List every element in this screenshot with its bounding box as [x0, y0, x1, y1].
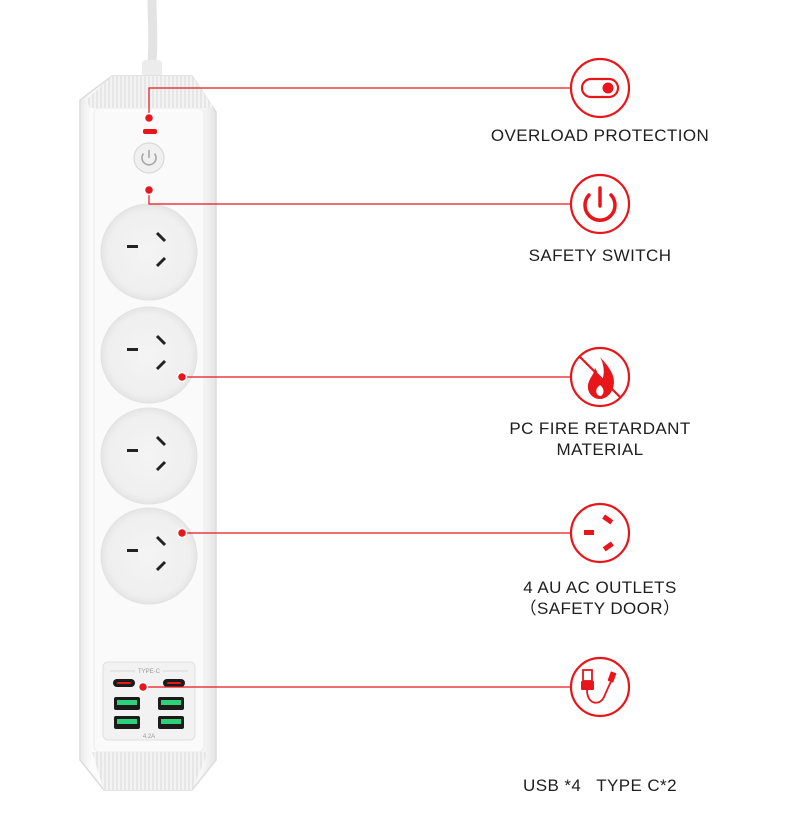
- cord-strain-relief: [142, 60, 162, 78]
- feature-label-outlets: 4 AU AC OUTLETS （SAFETY DOOR）: [519, 578, 681, 618]
- au-outlet-icon: [569, 502, 631, 564]
- switch-power-symbol: [141, 153, 157, 166]
- power-strip-illustration: TYPE-C 4.2A: [79, 0, 631, 791]
- feature-label-switch: SAFETY SWITCH: [528, 246, 672, 265]
- au-socket-4: [100, 507, 198, 605]
- feature-label-usb: USB *4 TYPE C*2: [523, 776, 677, 795]
- power-icon: [569, 173, 631, 235]
- feature-label-overload: OVERLOAD PROTECTION: [490, 126, 710, 145]
- toggle-switch-icon: [569, 57, 631, 119]
- au-socket-1: [100, 203, 198, 301]
- strip-top-ribs: [86, 76, 214, 108]
- strip-bottom-ribs: [92, 752, 208, 790]
- au-socket-2: [100, 306, 198, 404]
- feature-label-fire: PC FIRE RETARDANT MATERIAL: [509, 419, 691, 459]
- overload-indicator-led: [143, 129, 157, 134]
- au-socket-3: [100, 407, 198, 505]
- callout-dots: [137, 112, 188, 693]
- callout-line-overload: [148, 87, 572, 118]
- usb-panel-type-c-label: TYPE-C: [138, 669, 161, 675]
- usb-panel-rating-label: 4.2A: [143, 734, 155, 740]
- usb-port-panel: TYPE-C 4.2A: [102, 661, 196, 741]
- usb-cable-icon: [569, 656, 631, 718]
- fire-icon: [569, 346, 631, 408]
- product-infographic: TYPE-C 4.2A: [79, 0, 710, 795]
